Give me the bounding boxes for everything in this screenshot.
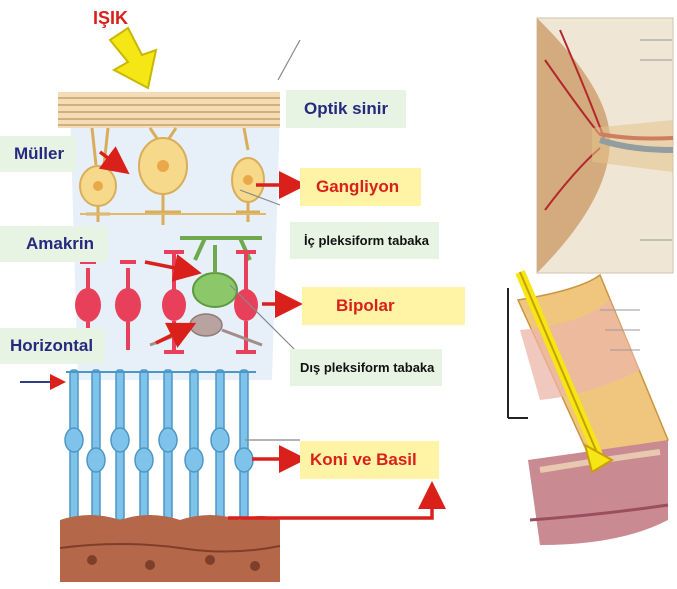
optic-nerve-fiber-band: [58, 92, 280, 128]
optic-nerve-label: Optik sinir: [286, 90, 406, 128]
optic-disc-illustration: [537, 18, 673, 273]
ganglion-label: Gangliyon: [300, 168, 421, 206]
retina-cross-section-illustration: [508, 272, 668, 545]
cone-rod-label: Koni ve Basil: [300, 441, 439, 479]
inner-plexiform-label: İç pleksiform tabaka: [290, 222, 439, 259]
horizontal-label: Horizontal: [0, 328, 105, 364]
amacrine-label: Amakrin: [0, 226, 108, 262]
light-arrow: [110, 28, 156, 88]
photoreceptor-cells: [65, 370, 253, 520]
pigment-epithelium: [60, 515, 280, 582]
light-label: IŞIK: [93, 8, 128, 29]
outer-plexiform-label: Dış pleksiform tabaka: [290, 349, 442, 386]
bipolar-label: Bipolar: [302, 287, 465, 325]
muller-label: Müller: [0, 136, 76, 172]
